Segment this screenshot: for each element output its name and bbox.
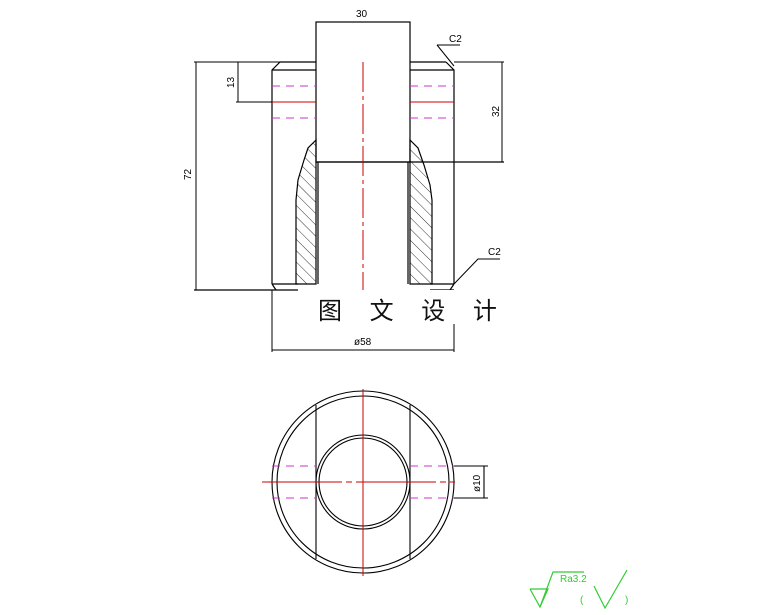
roughness-close-paren: ) bbox=[625, 595, 628, 606]
dim-72-text: 72 bbox=[183, 168, 194, 180]
dim-58-text: ø58 bbox=[354, 337, 372, 348]
body-left-edge bbox=[271, 61, 281, 284]
chamfer-top-text: C2 bbox=[449, 34, 462, 45]
dim-30-text: 30 bbox=[356, 9, 368, 20]
body-right-edge bbox=[445, 61, 455, 284]
roughness-check-icon bbox=[539, 571, 584, 608]
roughness-general-check-icon bbox=[593, 569, 628, 610]
right-section-hatch bbox=[409, 138, 433, 285]
roughness-value: Ra3.2 bbox=[560, 574, 587, 585]
chamfer-top-leader-diag bbox=[436, 44, 455, 67]
chamfer-bottom-leader bbox=[453, 258, 500, 285]
roughness-open-paren: ( bbox=[580, 595, 584, 606]
dim-13-text: 13 bbox=[226, 76, 237, 88]
body-bottom-chamfer-right bbox=[449, 283, 455, 291]
dim-32-text: 32 bbox=[491, 105, 502, 117]
watermark-background bbox=[312, 290, 462, 324]
surface-roughness-symbol bbox=[529, 569, 628, 610]
body-bottom-chamfer-left bbox=[271, 283, 277, 291]
watermark-text: 图 文 设 计 bbox=[318, 297, 507, 325]
chamfer-bottom-text: C2 bbox=[488, 247, 501, 258]
left-section-hatch bbox=[295, 138, 317, 285]
dim-10-text: ø10 bbox=[472, 474, 483, 492]
roughness-triangle-icon bbox=[529, 588, 549, 609]
